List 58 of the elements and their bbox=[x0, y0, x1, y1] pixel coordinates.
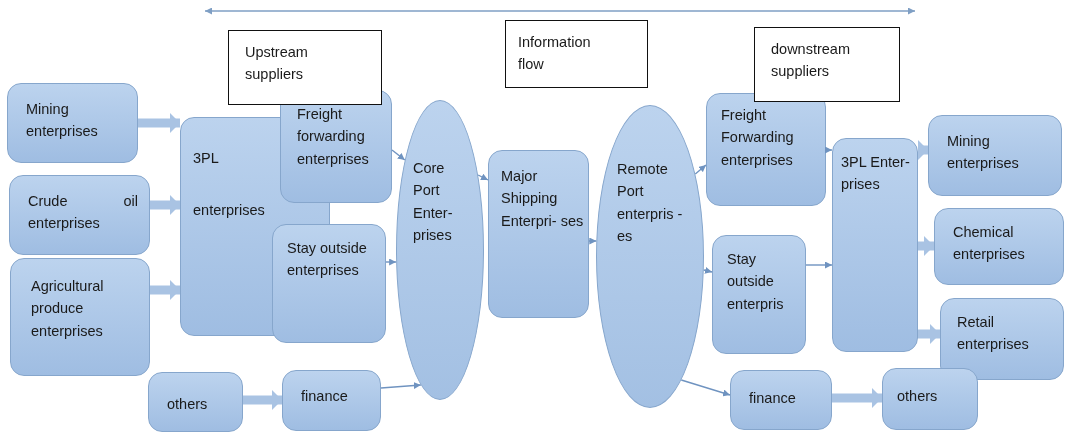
node-label: Crude oil enterprises bbox=[28, 192, 138, 234]
process-box bbox=[10, 258, 150, 376]
node-label: finance bbox=[301, 387, 349, 406]
node-label: Mining enterprises bbox=[26, 100, 99, 142]
node-label: Core Port Enter- prises bbox=[413, 159, 454, 246]
process-box bbox=[282, 370, 381, 431]
process-box bbox=[272, 224, 386, 343]
block-arrow bbox=[138, 113, 180, 133]
block-arrow bbox=[918, 236, 934, 256]
node-label: Stay outside enterprises bbox=[287, 239, 368, 281]
process-box bbox=[940, 298, 1064, 380]
node-label: Freight Forwarding enterprises bbox=[721, 106, 795, 170]
block-arrow bbox=[150, 195, 180, 215]
node-label: downstream suppliers bbox=[771, 40, 851, 82]
arrow bbox=[680, 379, 731, 397]
arrow bbox=[380, 382, 422, 389]
node-label: others bbox=[897, 387, 939, 406]
process-box bbox=[928, 115, 1062, 196]
node-label: Retail enterprises bbox=[957, 313, 1030, 355]
node-label: Upstream suppliers bbox=[245, 43, 309, 85]
arrow bbox=[805, 261, 833, 269]
block-arrow bbox=[832, 388, 882, 408]
text-box bbox=[505, 20, 648, 88]
process-box bbox=[148, 372, 243, 432]
node-label: Freight forwarding enterprises bbox=[297, 105, 370, 169]
text-box bbox=[754, 27, 900, 102]
block-arrow bbox=[918, 140, 928, 160]
text-box bbox=[228, 30, 382, 105]
node-label: 3PL enterprises bbox=[193, 149, 266, 220]
arrow bbox=[825, 146, 833, 154]
process-box bbox=[706, 93, 826, 206]
node-label: Major Shipping Enterpri- ses bbox=[501, 167, 585, 231]
arrow bbox=[477, 173, 489, 181]
arrow bbox=[391, 149, 406, 161]
node-label: others bbox=[167, 395, 209, 414]
node-label: Remote Port enterpris -es bbox=[617, 160, 684, 247]
process-box bbox=[7, 83, 138, 163]
process-box bbox=[832, 138, 918, 352]
process-box bbox=[730, 370, 832, 430]
node-label: finance bbox=[749, 389, 797, 408]
process-box bbox=[934, 208, 1064, 285]
arrow bbox=[588, 237, 597, 245]
process-box bbox=[488, 150, 589, 318]
process-box bbox=[9, 175, 150, 255]
node-label: Agricultural produce enterprises bbox=[31, 277, 105, 341]
node-label: 3PL Enter- prises bbox=[841, 153, 911, 195]
arrow bbox=[694, 164, 707, 175]
block-arrow bbox=[918, 324, 940, 344]
node-label: Information flow bbox=[518, 33, 592, 75]
node-label: Stay outside enterpris bbox=[727, 250, 785, 314]
arrow bbox=[703, 266, 713, 274]
node-label: Mining enterprises bbox=[947, 132, 1020, 174]
process-box bbox=[882, 368, 978, 430]
block-arrow bbox=[150, 280, 180, 300]
arrow bbox=[385, 258, 397, 266]
block-arrow bbox=[243, 390, 282, 410]
process-box bbox=[712, 235, 806, 354]
node-label: Chemical enterprises bbox=[953, 223, 1026, 265]
